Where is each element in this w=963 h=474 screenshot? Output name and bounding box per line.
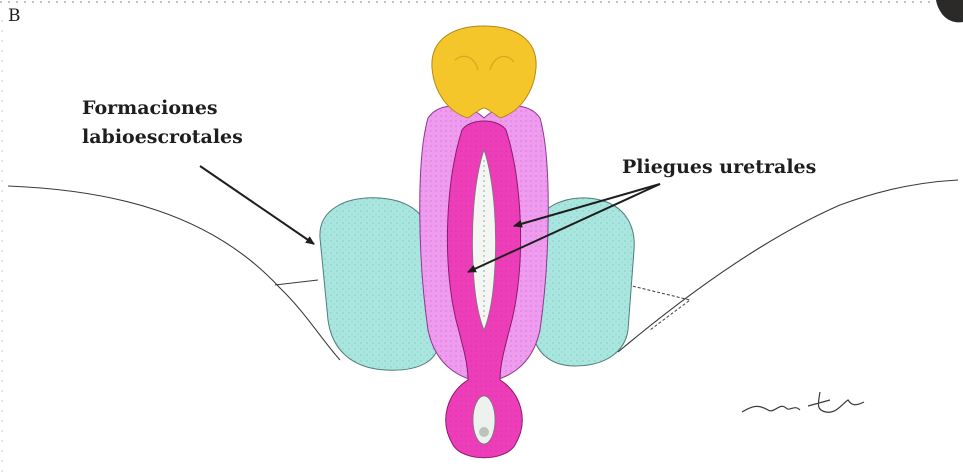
- right-body-contour: [618, 180, 958, 352]
- label-formaciones-line1: Formaciones: [82, 94, 243, 123]
- arrow-formaciones: [200, 166, 314, 244]
- right-contour-dashed: [628, 285, 690, 330]
- left-contour-tick: [275, 280, 318, 285]
- artist-signature-icon: [742, 392, 864, 412]
- dark-corner-mark-icon: [936, 0, 963, 22]
- label-formaciones-line2: labioescrotales: [82, 123, 243, 152]
- label-formaciones-labioescrotales: Formaciones labioescrotales: [82, 94, 243, 152]
- label-pliegues-uretrales: Pliegues uretrales: [622, 156, 816, 178]
- glans-tubercle: [432, 26, 536, 118]
- panel-letter: B: [8, 6, 21, 26]
- left-body-contour: [8, 186, 340, 360]
